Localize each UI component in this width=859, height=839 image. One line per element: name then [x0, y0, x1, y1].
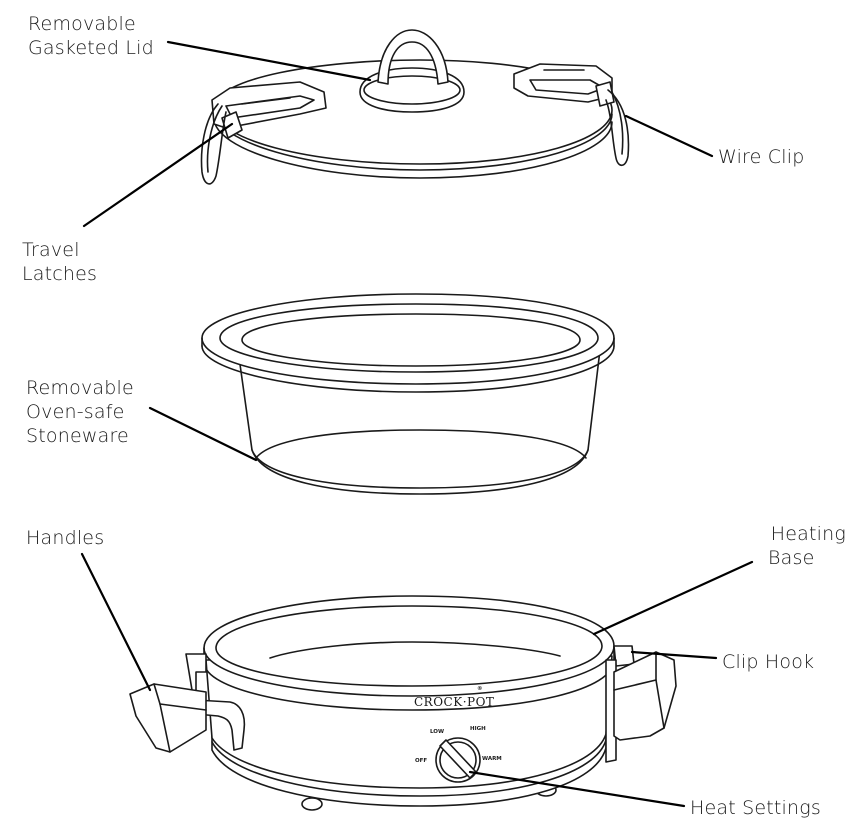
- heat-settings-knob: [435, 737, 481, 783]
- leader-handles: [80, 552, 152, 692]
- brand-text: CROCK·POT: [414, 695, 494, 709]
- stoneware-drawing: [201, 293, 615, 495]
- dial-label-low: LOW: [430, 729, 444, 735]
- label-heating-base: Heating Base: [768, 523, 846, 569]
- label-handles: Handles: [26, 527, 105, 549]
- leader-lid: [166, 40, 372, 82]
- label-removable-gasketed-lid: Removable Gasketed Lid: [28, 13, 154, 59]
- dial-label-off: OFF: [415, 758, 427, 764]
- brand-mark: ®: [477, 686, 483, 692]
- leader-heat-settings: [468, 770, 686, 808]
- label-travel-latches: Travel Latches: [22, 239, 98, 285]
- label-clip-hook: Clip Hook: [722, 651, 815, 673]
- label-wire-clip: Wire Clip: [718, 146, 805, 168]
- leader-heating-base: [592, 560, 754, 636]
- heating-base-drawing: CROCK·POT ® LOW HIGH OFF WARM: [129, 595, 677, 811]
- leader-travel-latches: [82, 122, 234, 228]
- label-heat-settings: Heat Settings: [690, 797, 821, 819]
- leader-stoneware: [148, 406, 258, 462]
- leader-clip-hook: [630, 650, 718, 660]
- right-travel-latch: [513, 63, 615, 107]
- dial-label-warm: WARM: [482, 756, 502, 762]
- leader-wire-clip: [624, 114, 714, 158]
- dial-label-high: HIGH: [470, 726, 486, 732]
- lid-drawing: [200, 29, 630, 185]
- left-handle: [129, 653, 246, 753]
- label-removable-stoneware: Removable Oven-safe Stoneware: [26, 377, 134, 447]
- right-handle: [605, 645, 677, 763]
